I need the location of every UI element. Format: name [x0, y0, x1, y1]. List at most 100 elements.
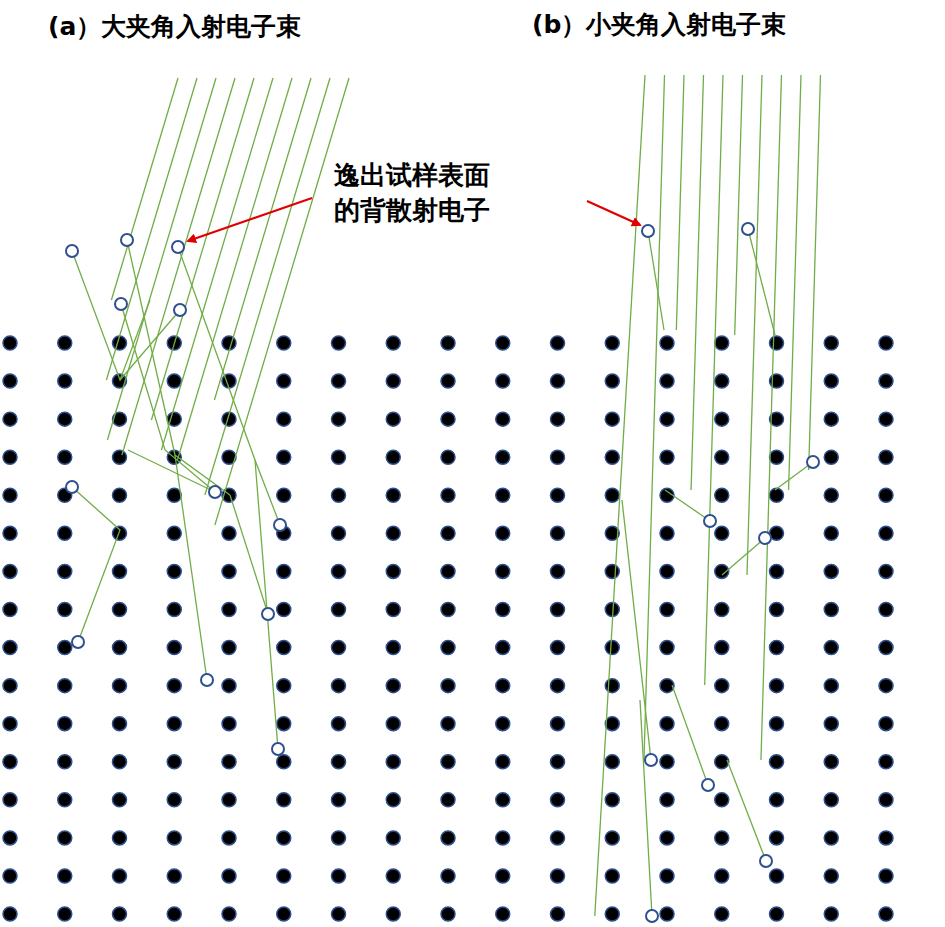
atom [715, 412, 729, 426]
electron-path [648, 231, 664, 330]
atom [58, 602, 72, 616]
atom [441, 488, 455, 502]
atom [879, 336, 893, 350]
electron-path [106, 78, 197, 380]
atom [222, 641, 236, 655]
atom [660, 336, 674, 350]
atom [113, 831, 127, 845]
electron-path [595, 75, 645, 916]
atom [222, 831, 236, 845]
atom [715, 755, 729, 769]
atom [386, 679, 400, 693]
atom [824, 717, 838, 731]
atom [441, 793, 455, 807]
atom [824, 641, 838, 655]
electron-path [122, 78, 235, 455]
atom [277, 374, 291, 388]
atom [551, 793, 565, 807]
atom [824, 831, 838, 845]
electron-path [676, 75, 684, 330]
atom [551, 336, 565, 350]
atom [441, 336, 455, 350]
atom [879, 412, 893, 426]
atom [441, 831, 455, 845]
atom [332, 793, 346, 807]
atom [167, 793, 181, 807]
atom [824, 450, 838, 464]
atom [660, 641, 674, 655]
atom [332, 755, 346, 769]
electron [262, 608, 274, 620]
atom [58, 755, 72, 769]
atom [113, 717, 127, 731]
atom [496, 755, 510, 769]
atom [770, 602, 784, 616]
atom [441, 679, 455, 693]
atom [770, 679, 784, 693]
atom [3, 336, 17, 350]
atom [222, 717, 236, 731]
electron-path [775, 462, 813, 490]
atom [496, 412, 510, 426]
atom [496, 831, 510, 845]
atom [3, 602, 17, 616]
atom [386, 793, 400, 807]
atom [605, 336, 619, 350]
atom [551, 602, 565, 616]
atom [3, 526, 17, 540]
atom [332, 869, 346, 883]
atom [386, 526, 400, 540]
electron-path [178, 247, 280, 525]
atom [824, 412, 838, 426]
atom [167, 831, 181, 845]
atom [3, 450, 17, 464]
electron-path [665, 490, 710, 521]
atom [824, 907, 838, 921]
atom [386, 336, 400, 350]
atom [605, 488, 619, 502]
atom [879, 374, 893, 388]
atom [386, 488, 400, 502]
atom [770, 336, 784, 350]
atom [879, 755, 893, 769]
electron-path [622, 500, 651, 760]
atom [824, 869, 838, 883]
electron [642, 225, 654, 237]
atom [58, 793, 72, 807]
atom [551, 755, 565, 769]
atom [441, 526, 455, 540]
atom [58, 641, 72, 655]
atom [715, 336, 729, 350]
atom [113, 907, 127, 921]
atom [167, 374, 181, 388]
atom [113, 450, 127, 464]
atom [715, 526, 729, 540]
electron [66, 481, 78, 493]
atom [551, 374, 565, 388]
atom [824, 488, 838, 502]
atom [824, 526, 838, 540]
atom [551, 488, 565, 502]
electron-path [215, 78, 349, 525]
atom [496, 869, 510, 883]
electron-path [644, 75, 665, 760]
atom [715, 717, 729, 731]
atom [113, 679, 127, 693]
atom [496, 336, 510, 350]
atom [167, 641, 181, 655]
atom [715, 602, 729, 616]
atom [113, 755, 127, 769]
electron-path [735, 75, 743, 335]
atom [3, 488, 17, 502]
atom [113, 641, 127, 655]
atom [386, 564, 400, 578]
atom [879, 907, 893, 921]
electron-path [175, 455, 207, 680]
electron-path [705, 75, 723, 685]
atom [332, 717, 346, 731]
atom [386, 412, 400, 426]
atom [386, 641, 400, 655]
electron-path [161, 78, 273, 450]
atom [113, 526, 127, 540]
atom [332, 450, 346, 464]
